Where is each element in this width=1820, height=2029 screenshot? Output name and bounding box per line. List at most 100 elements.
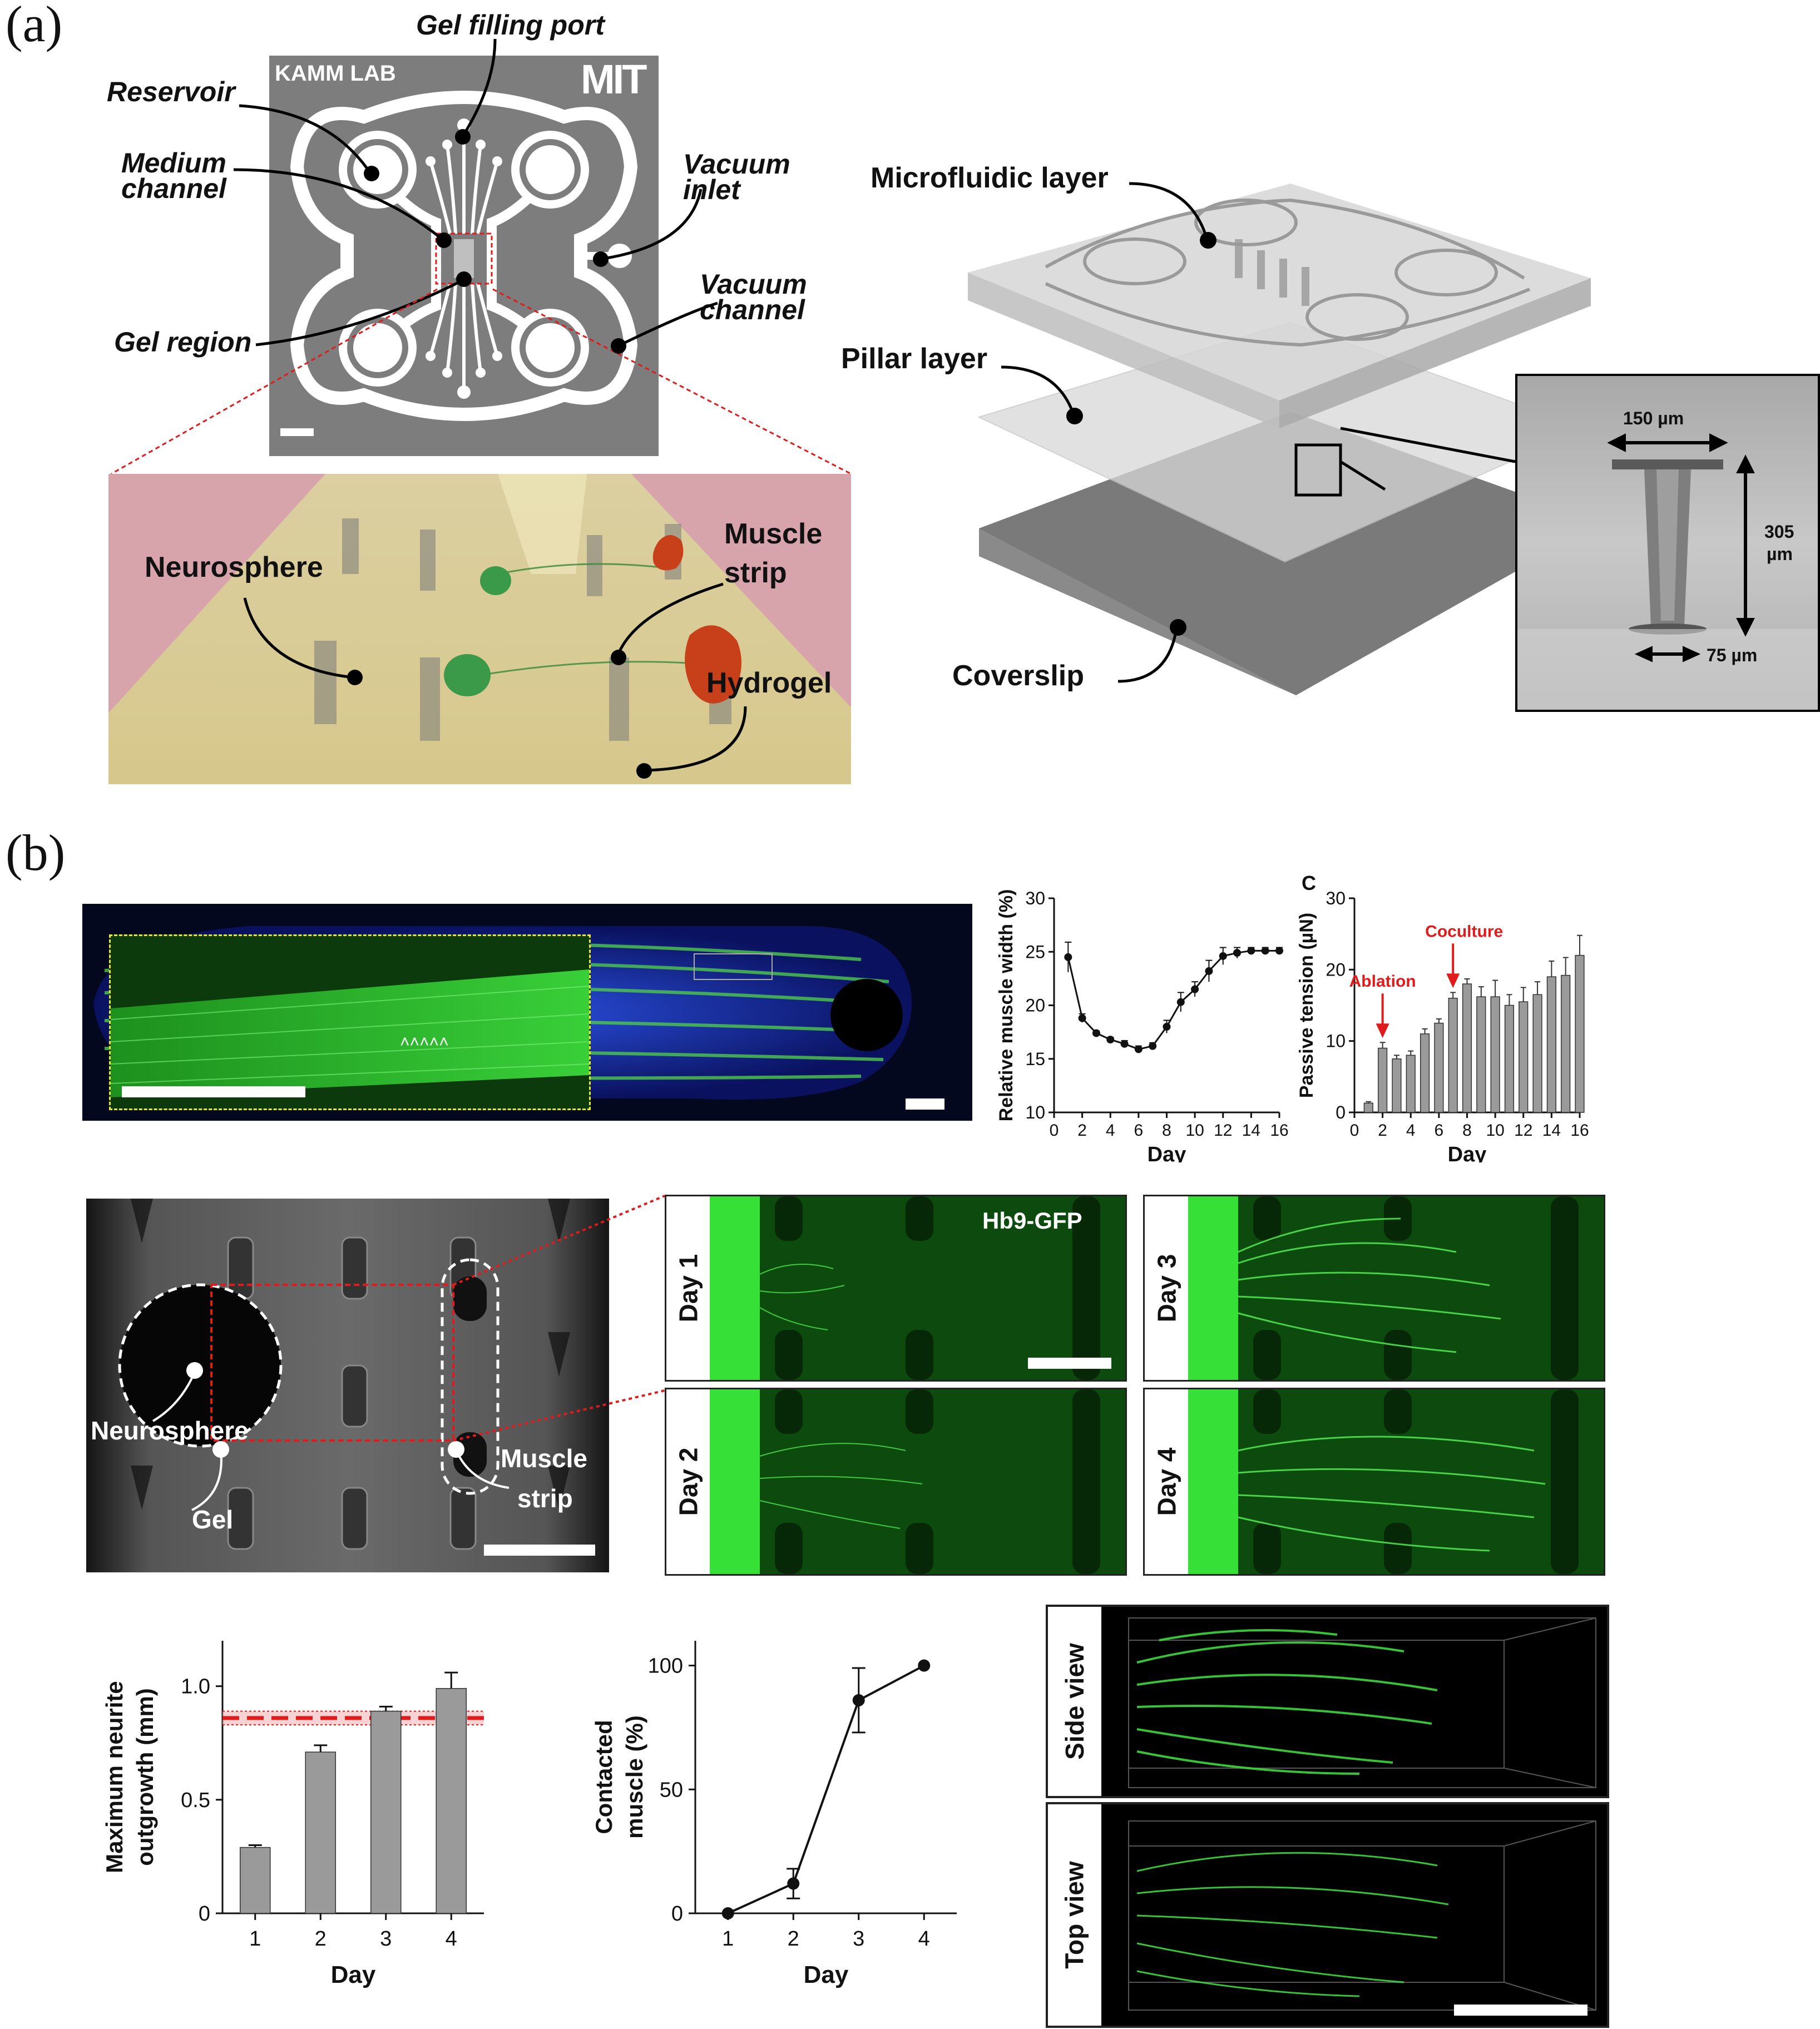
bf-label-muscle-1: Muscle: [501, 1444, 587, 1473]
passive-tension-bar: [1504, 1004, 1515, 1113]
muscle-width-y-tick-label: 10: [1025, 1102, 1045, 1122]
pillar-bottom-width: 75 µm: [1707, 645, 1758, 665]
contacted-y-tick-label: 100: [648, 1655, 683, 1678]
muscle-width-x-label: Day: [1148, 1143, 1186, 1162]
day4-label: Day 4: [1152, 1447, 1181, 1516]
label-neurosphere-3d: Neurosphere: [145, 551, 323, 583]
neurosphere-marker: [186, 1362, 203, 1379]
annotation-label: Coculture: [1425, 922, 1503, 941]
passive-tension-x-tick-label: 0: [1350, 1121, 1359, 1140]
annotation-arrowhead: [1376, 1023, 1389, 1038]
neurite-bar: [436, 1688, 467, 1914]
muscle-width-point: [1191, 985, 1199, 993]
chip-brand-text: KAMM LAB: [275, 61, 396, 86]
day4-label-strip: Day 4: [1145, 1389, 1188, 1574]
contacted-point: [852, 1694, 865, 1706]
passive-tension-panel-label: C: [1302, 873, 1316, 894]
day2-label-strip: Day 2: [666, 1389, 710, 1574]
contacted-point: [918, 1659, 931, 1672]
passive-tension-x-tick-label: 4: [1406, 1121, 1416, 1140]
muscle-width-y-label: Relative muscle width (%): [996, 889, 1017, 1122]
passive-tension-bar: [1561, 974, 1571, 1113]
annotation-label: Ablation: [1349, 972, 1416, 991]
label-microfluidic-layer: Microfluidic layer: [871, 162, 1109, 194]
svg-text:˄˄˄˄˄: ˄˄˄˄˄: [400, 1033, 449, 1051]
muscle-width-y-tick-label: 30: [1025, 888, 1045, 908]
passive-tension-bar: [1420, 1033, 1430, 1113]
pillar-height-unit: µm: [1767, 544, 1793, 564]
label-muscle-strip-3d-2: strip: [724, 557, 787, 589]
passive-tension-bar: [1575, 954, 1585, 1113]
day1-label-strip: Day 1: [666, 1196, 710, 1380]
gel-marker: [212, 1441, 229, 1458]
contacted-y-label-2: muscle (%): [621, 1715, 647, 1839]
label-pillar-layer: Pillar layer: [841, 343, 988, 375]
muscle-width-point: [1205, 967, 1213, 975]
pillar-micrograph-inset: 150 µm 305 µm 75 µm: [1515, 374, 1820, 712]
muscle-width-x-tick-label: 12: [1214, 1121, 1232, 1140]
label-gel-region: Gel region: [114, 326, 252, 358]
contacted-y-label-1: Contacted: [591, 1720, 617, 1834]
muscle-width-y-tick-label: 25: [1025, 942, 1045, 962]
bf-label-neurosphere: Neurosphere: [91, 1416, 249, 1445]
muscle-width-x-tick-label: 14: [1242, 1121, 1260, 1140]
muscle-width-point: [1064, 953, 1072, 961]
passive-tension-bar: [1378, 1047, 1388, 1113]
label-vacuum-inlet-1: Vacuum: [683, 149, 790, 180]
muscle-width-y-tick-label: 15: [1025, 1049, 1045, 1069]
contacted-y-tick-label: 50: [660, 1778, 683, 1802]
day3-micrograph: Day 3: [1143, 1195, 1605, 1382]
chip-top-view: KAMM LAB MIT: [269, 56, 659, 456]
passive-tension-y-label: Passive tension (µN): [1296, 913, 1317, 1098]
render-scale-bar: [1454, 2005, 1587, 2016]
muscle-width-point: [1163, 1023, 1171, 1031]
neurite-bar: [239, 1847, 271, 1914]
muscle-width-point: [1106, 1036, 1115, 1044]
day-scale-bar: [1028, 1358, 1111, 1369]
passive-tension-x-tick-label: 10: [1486, 1121, 1504, 1140]
neurite-bar: [305, 1751, 337, 1914]
muscle-zoom-inset: ˄˄˄˄˄: [109, 934, 591, 1110]
muscle-width-point: [1092, 1029, 1100, 1037]
side-view-label: Side view: [1060, 1643, 1089, 1760]
contacted-y-tick-label: 0: [671, 1902, 683, 1926]
contacted-x-tick-label: 4: [918, 1927, 930, 1951]
muscle-width-point: [1176, 998, 1185, 1006]
neurite-y-tick-label: 1.0: [181, 1675, 210, 1699]
muscle-width-x-tick-label: 2: [1077, 1121, 1087, 1140]
side-view-render: Side view: [1046, 1605, 1609, 1798]
inset-scale-bar: [122, 1086, 305, 1097]
passive-tension-bar: [1406, 1055, 1416, 1113]
label-muscle-strip-3d-1: Muscle: [724, 518, 823, 550]
day2-label: Day 2: [674, 1447, 703, 1516]
label-medium-channel-2: channel: [121, 173, 226, 204]
passive-tension-bar: [1532, 994, 1542, 1113]
hb9-gfp-label: Hb9-GFP: [982, 1207, 1082, 1234]
passive-tension-bar: [1434, 1022, 1444, 1113]
chip-logo: MIT: [581, 56, 647, 102]
annotation-arrowhead: [1446, 973, 1460, 988]
muscle-width-x-tick-label: 6: [1134, 1121, 1144, 1140]
bf-label-gel: Gel: [192, 1505, 234, 1534]
passive-tension-bar: [1476, 996, 1486, 1113]
neurite-x-tick-label: 2: [315, 1927, 327, 1951]
top-view-label: Top view: [1060, 1861, 1090, 1969]
passive-tension-x-tick-label: 6: [1435, 1121, 1444, 1140]
panel-a-letter: (a): [6, 0, 63, 52]
muscle-width-point: [1149, 1042, 1157, 1050]
muscle-width-point: [1275, 947, 1283, 955]
neurite-x-label: Day: [331, 1961, 376, 1988]
label-gel-filling-port: Gel filling port: [416, 9, 605, 41]
label-medium-channel-1: Medium: [121, 147, 226, 179]
day1-label: Day 1: [674, 1254, 703, 1323]
neurite-y-label-1: Maximum neurite: [101, 1681, 127, 1873]
neurite-y-label-2: outgrowth (mm): [132, 1688, 158, 1866]
label-reservoir: Reservoir: [107, 76, 235, 107]
pillar-height-value: 305: [1764, 522, 1794, 542]
muscle-width-point: [1233, 949, 1242, 957]
muscle-width-series-line: [1067, 949, 1279, 1050]
